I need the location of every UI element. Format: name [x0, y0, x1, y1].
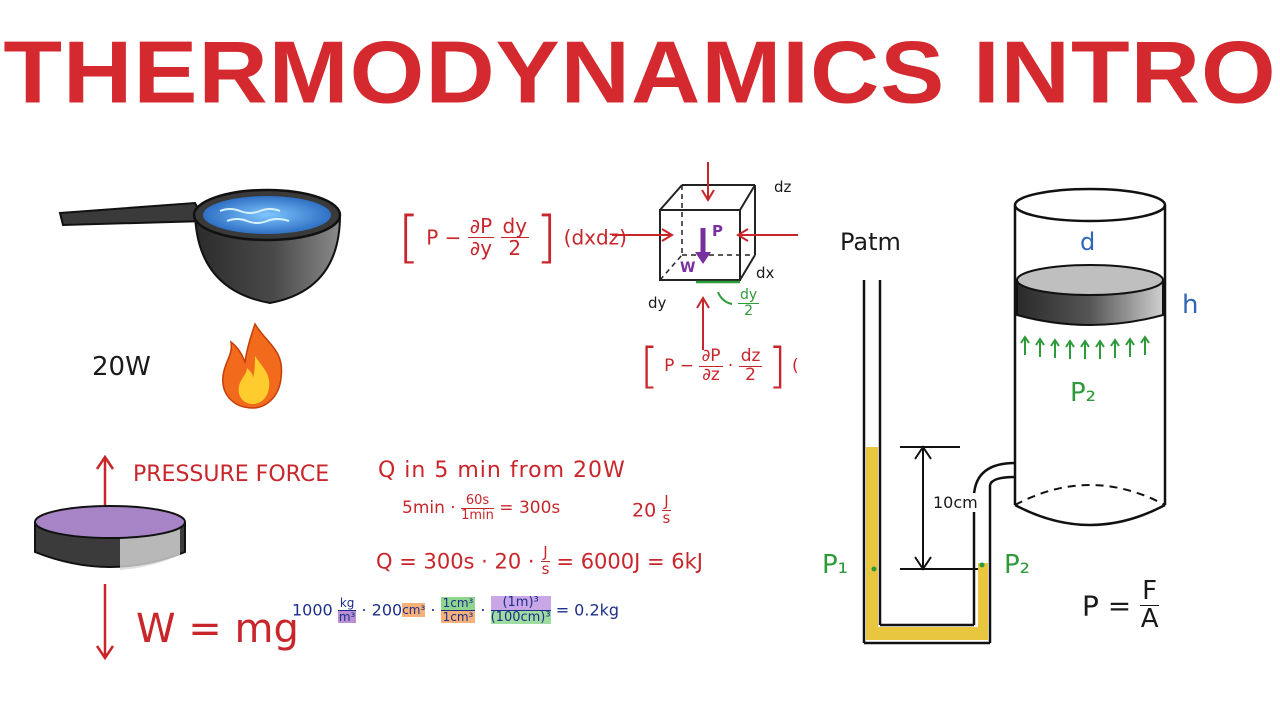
p1-label: P₁	[822, 550, 849, 580]
pressure-force-label: PRESSURE FORCE	[133, 462, 330, 487]
p2-cylinder-label: P₂	[1070, 378, 1097, 408]
diameter-label: d	[1080, 228, 1096, 256]
label-p: P	[712, 222, 723, 240]
page-title: THERMODYNAMICS INTRO	[3, 23, 1277, 122]
manometer-icon	[862, 187, 1167, 645]
disk-icon	[34, 505, 186, 570]
label-dy: dy	[648, 294, 667, 312]
heat-line-1: Q in 5 min from 20W	[378, 458, 626, 483]
height-label: 10cm	[933, 493, 978, 512]
saucepan-icon	[58, 188, 342, 305]
force-arrow-up	[95, 454, 115, 513]
label-dz: dz	[774, 178, 792, 196]
patm-label: Patm	[840, 228, 901, 256]
flame-icon	[222, 322, 283, 409]
height-h-label: h	[1182, 290, 1199, 320]
weight-equation: W = mg	[136, 606, 299, 652]
weight-arrow-down	[95, 584, 115, 661]
power-label: 20W	[92, 352, 151, 382]
label-dx: dx	[756, 264, 775, 282]
p2-tube-label: P₂	[1004, 550, 1031, 580]
label-w: W	[680, 260, 696, 276]
cube-icon	[612, 162, 798, 350]
